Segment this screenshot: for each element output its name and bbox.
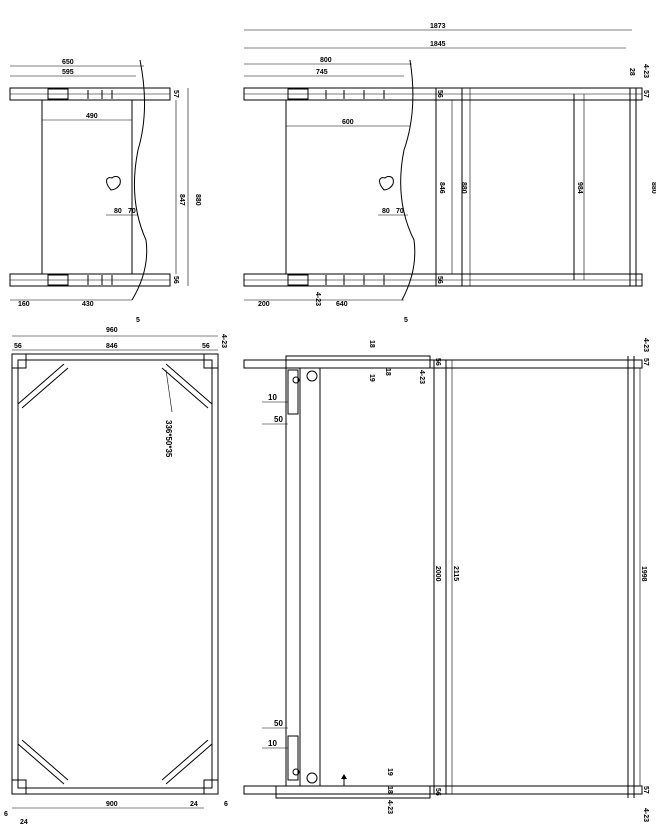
dim-56: 56 — [172, 276, 179, 284]
dim-4-23b: 4-23 — [642, 338, 649, 352]
dim-28: 28 — [628, 68, 635, 76]
hinge — [287, 88, 309, 100]
dim-10a: 10 — [268, 393, 277, 402]
hinge-block — [287, 735, 299, 781]
dim-5: 5 — [404, 317, 408, 324]
break-line — [400, 59, 416, 301]
bottom-right-view: 10 50 50 10 18 19 18 4-23 56 2000 2115 1… — [243, 338, 649, 822]
dim-24a: 24 — [190, 801, 198, 808]
frame-inner — [17, 359, 213, 789]
dim-600: 600 — [342, 119, 354, 126]
dim-18b: 18 — [384, 368, 391, 376]
brace — [17, 363, 65, 405]
frame-outer — [11, 353, 219, 795]
dim-18a: 18 — [368, 340, 375, 348]
dim-880: 880 — [194, 194, 201, 206]
dim-745: 745 — [316, 69, 328, 76]
dim-5: 5 — [136, 317, 140, 324]
dim-430: 430 — [82, 301, 94, 308]
dim-70: 70 — [396, 208, 404, 215]
dim-880b: 880 — [650, 182, 656, 194]
dim-490: 490 — [86, 113, 98, 120]
footer-plate — [275, 785, 431, 799]
dim-4-23c: 4-23 — [386, 800, 393, 814]
dim-200: 200 — [258, 301, 270, 308]
header-plate — [285, 355, 431, 369]
hinge — [47, 88, 69, 100]
dim-50a: 50 — [274, 415, 283, 424]
top-rail — [243, 359, 643, 369]
dim-640: 640 — [336, 301, 348, 308]
dim-900: 900 — [106, 801, 118, 808]
dim-57: 57 — [642, 90, 649, 98]
dim-56b: 56 — [436, 276, 443, 284]
dim-19a: 19 — [368, 374, 375, 382]
corner-post — [203, 779, 219, 795]
dim-56b: 56 — [202, 343, 210, 350]
wheel — [306, 772, 318, 784]
dim-2115: 2115 — [452, 566, 459, 581]
brace-spec: 336*50*35 — [164, 420, 173, 458]
dim-6b: 6 — [224, 801, 228, 808]
dim-6a: 6 — [4, 811, 8, 818]
dim-50b: 50 — [274, 719, 283, 728]
hinge — [287, 274, 309, 286]
corner-post — [11, 353, 27, 369]
dim-19b: 19 — [386, 768, 393, 776]
dim-80: 80 — [382, 208, 390, 215]
dim-56a: 56 — [14, 343, 22, 350]
dim-70: 70 — [128, 208, 136, 215]
dim-56a: 56 — [436, 90, 443, 98]
dim-847: 847 — [178, 194, 185, 206]
dim-56a: 56 — [434, 358, 441, 366]
dim-846: 846 — [438, 182, 445, 194]
dim-2000: 2000 — [434, 566, 441, 582]
break-line — [131, 59, 148, 301]
dim-4-23a: 4-23 — [418, 370, 425, 384]
top-right-view: 1873 1845 800 745 600 80 70 200 640 5 84… — [243, 23, 656, 324]
dim-10b: 10 — [268, 739, 277, 748]
dim-846: 846 — [106, 343, 118, 350]
dim-1873: 1873 — [430, 23, 446, 30]
top-left-view: 650 595 490 80 70 160 430 5 880 847 57 5… — [9, 59, 201, 324]
dim-4-23a: 4-23 — [642, 64, 649, 78]
dim-80: 80 — [114, 208, 122, 215]
heart-cutout — [106, 175, 121, 191]
dim-4-23: 4-23 — [220, 334, 227, 348]
dim-4-23d: 4-23 — [642, 808, 649, 822]
dim-57b: 57 — [642, 786, 649, 794]
dim-4-23b: 4-23 — [314, 292, 321, 306]
brace — [165, 743, 213, 785]
dim-18c: 18 — [386, 786, 393, 794]
dim-650: 650 — [62, 59, 74, 66]
dim-880: 880 — [460, 182, 467, 194]
dim-1845: 1845 — [430, 41, 446, 48]
corner-post — [203, 353, 219, 369]
dim-57: 57 — [172, 90, 179, 98]
bottom-left-view: 960 846 56 56 4-23 336*50*35 900 24 24 6… — [4, 327, 228, 826]
hinge — [47, 274, 69, 286]
dim-160: 160 — [18, 301, 30, 308]
dim-24b: 24 — [20, 819, 28, 826]
dim-1998: 1998 — [640, 566, 647, 582]
dim-984: 984 — [576, 182, 583, 194]
dim-595: 595 — [62, 69, 74, 76]
dim-800: 800 — [320, 57, 332, 64]
hinge-block — [287, 369, 299, 415]
brace — [17, 743, 65, 785]
brace — [165, 363, 213, 405]
corner-post — [11, 779, 27, 795]
dim-57a: 57 — [642, 358, 649, 366]
bottom-rail — [243, 785, 643, 795]
dim-56b: 56 — [434, 788, 441, 796]
dim-960: 960 — [106, 327, 118, 334]
wheel — [306, 370, 318, 382]
heart-cutout — [379, 175, 394, 191]
